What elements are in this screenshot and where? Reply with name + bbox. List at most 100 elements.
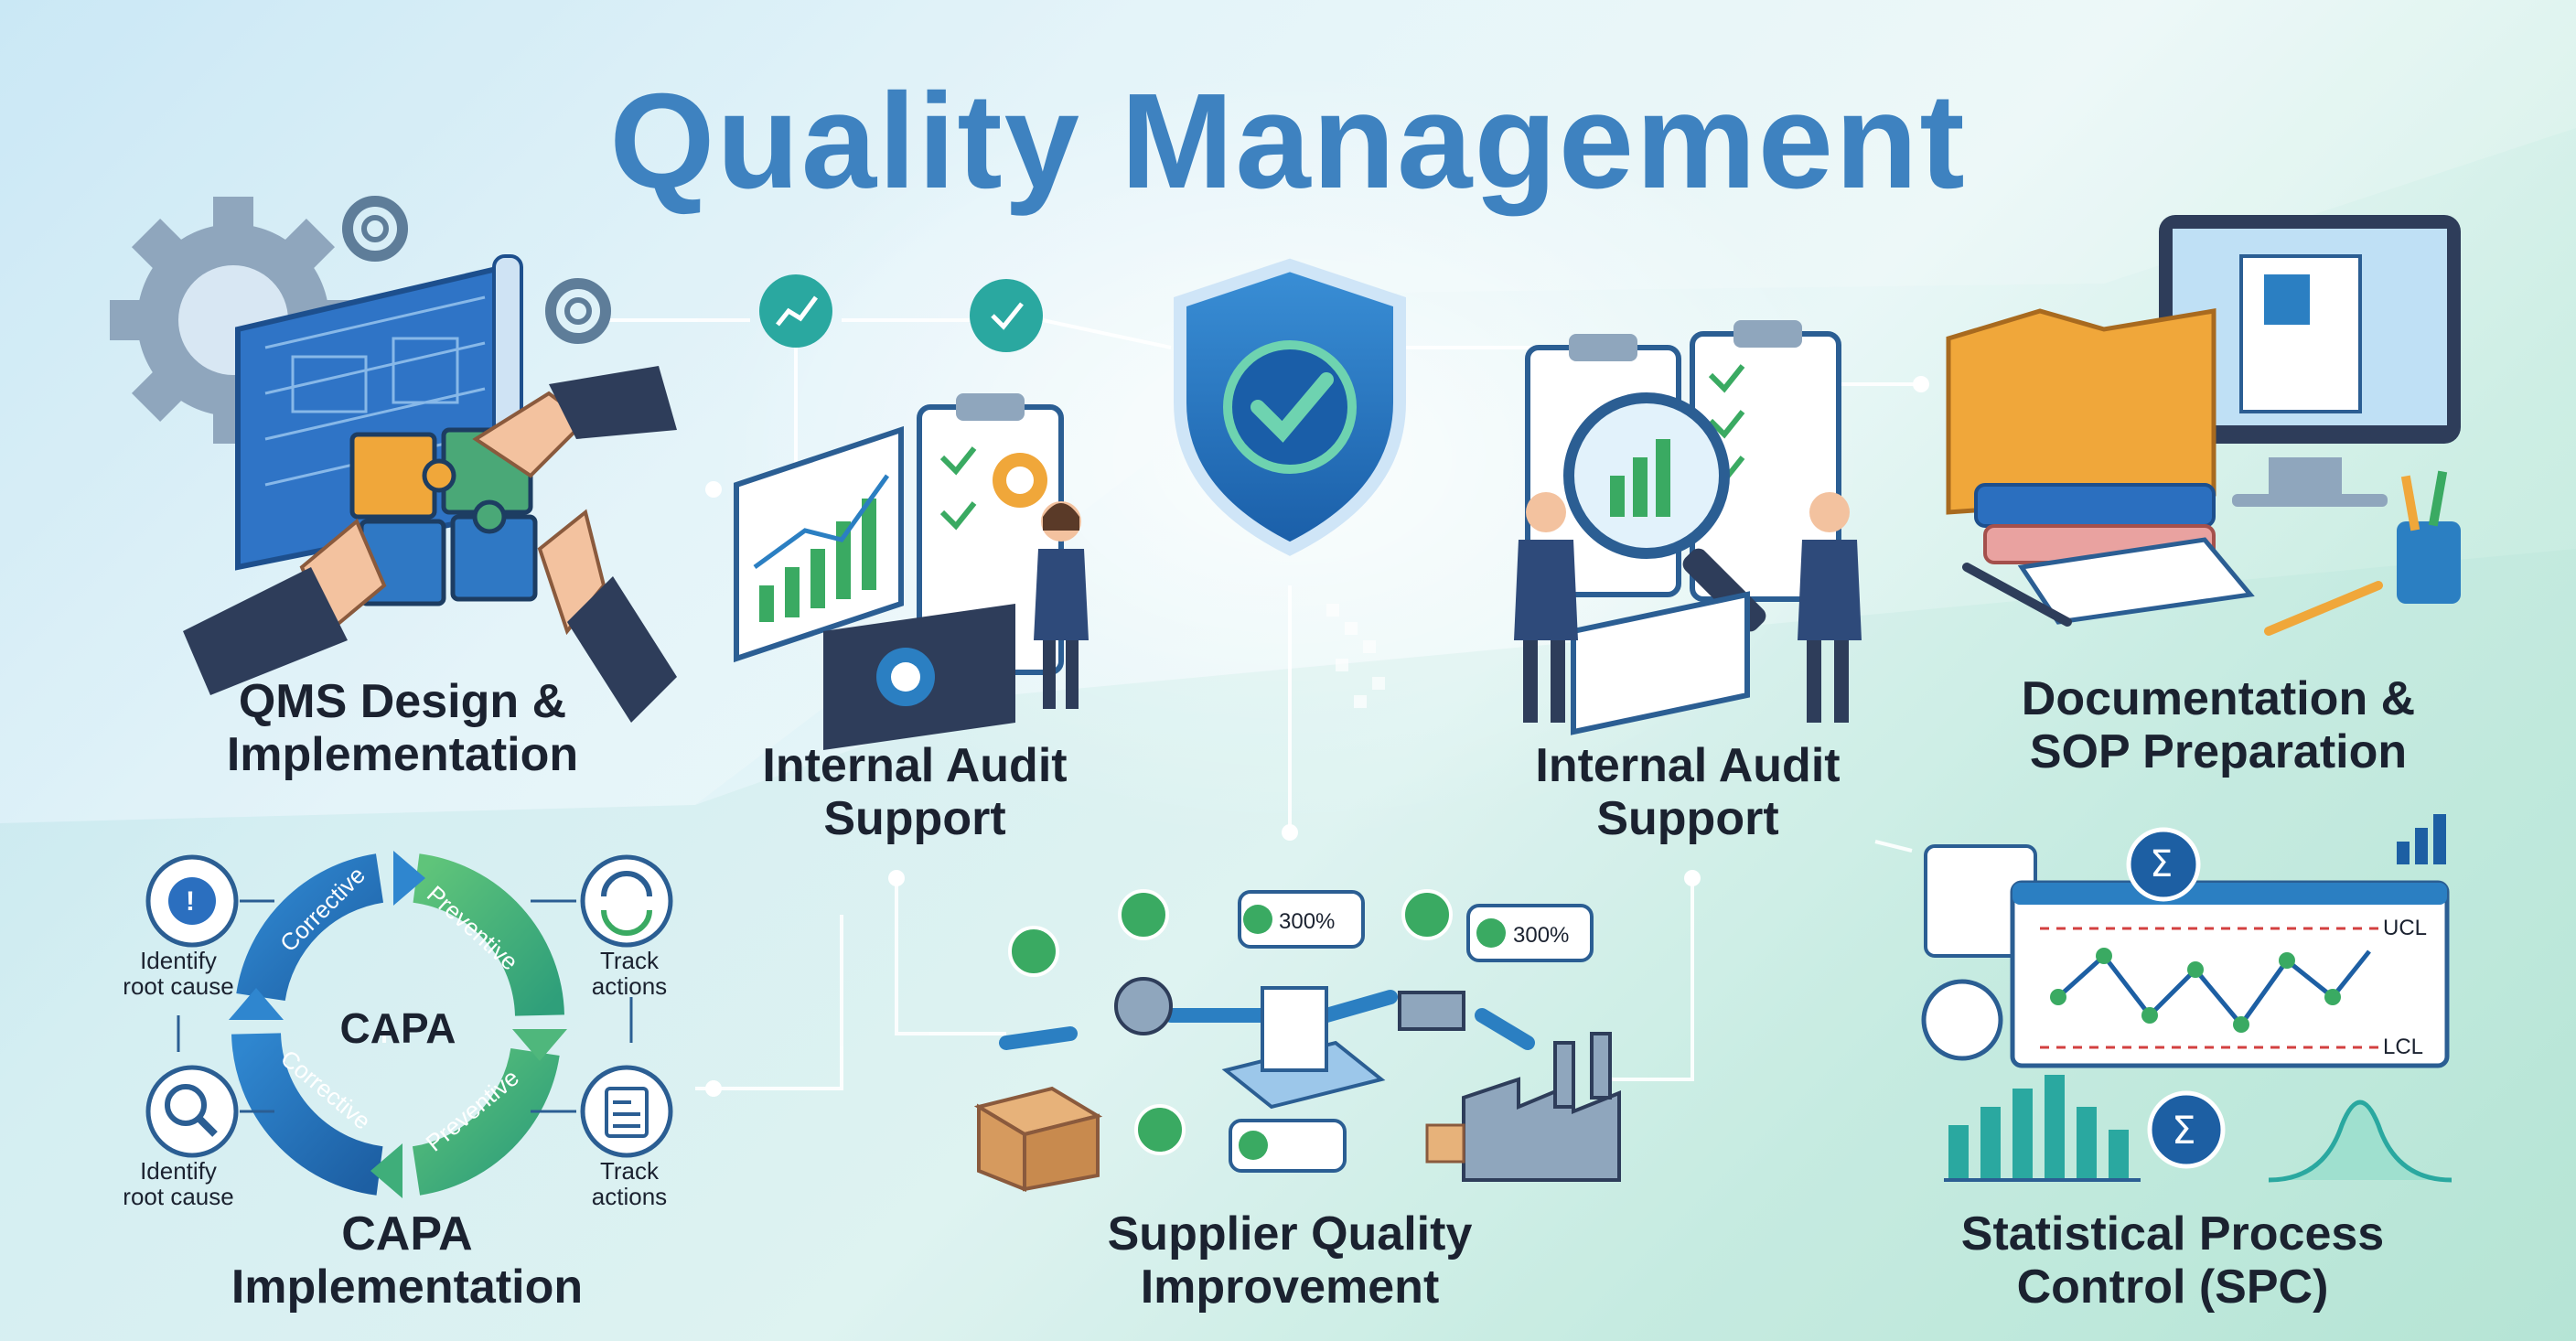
capa-step-track-bottom: Track actions: [538, 1158, 721, 1209]
gear-icon: [342, 196, 408, 262]
arc-corrective-bottom: [231, 1032, 384, 1196]
pen-icon: [1962, 563, 2072, 627]
shield-check-icon: [970, 279, 1043, 352]
step-line: Track: [599, 1157, 660, 1185]
sigma-icon: [2147, 1090, 2226, 1169]
sigma-icon: [2126, 827, 2201, 902]
label-line: Implementation: [226, 728, 579, 781]
shield-check-icon: [1174, 258, 1406, 556]
label-line: Internal Audit: [1535, 739, 1841, 792]
factory-icon: [1425, 1032, 1621, 1182]
arc-preventive-top: [412, 853, 564, 1017]
label-line: QMS Design &: [238, 675, 567, 728]
section-label-documentation: Documentation & SOP Preparation: [1980, 672, 2456, 778]
label-line: SOP Preparation: [2029, 725, 2408, 778]
document-icon: [2239, 254, 2362, 413]
audit-right-illustration: [1514, 320, 1862, 735]
page-title: Quality Management: [609, 66, 1967, 217]
label-line: Improvement: [1140, 1261, 1440, 1314]
lcl-label: LCL: [2383, 1035, 2423, 1059]
connector-nodes: [705, 376, 1929, 1097]
label-line: Support: [1596, 792, 1779, 845]
capa-step-identify-top: Identify root cause: [87, 948, 270, 999]
section-label-capa: CAPA Implementation: [169, 1207, 645, 1314]
capa-step-identify-bottom: Identify root cause: [87, 1158, 270, 1209]
check-circle-icon: [1401, 889, 1453, 940]
puzzle-icon: [349, 427, 538, 606]
label-line: CAPA: [341, 1207, 473, 1261]
pencil-cup-icon: [2397, 470, 2461, 604]
label-line: Supplier Quality: [1107, 1207, 1473, 1261]
spc-illustration: UCL LCL Σ Σ: [1921, 814, 2453, 1183]
arc-preventive-bottom: [412, 1047, 560, 1196]
hands-icon: [183, 366, 677, 723]
control-line: [2056, 949, 2371, 1029]
audit-left-illustration: [734, 274, 1089, 750]
machine-icon: [1398, 991, 1465, 1031]
section-label-spc: Statistical Process Control (SPC): [1935, 1207, 2410, 1314]
step-line: Track: [599, 947, 660, 974]
clipboard-icon: [917, 393, 1064, 675]
tablet-icon: [823, 604, 1015, 750]
histogram: [1948, 1075, 2129, 1180]
capa-step-track-top: Track actions: [538, 948, 721, 999]
tablet-icon: [1571, 591, 1750, 735]
supplier-illustration: 300% 300%: [973, 889, 1621, 1192]
label-line: Support: [823, 792, 1006, 845]
checklist-icon: [580, 1065, 673, 1158]
badge-value: 300%: [1279, 909, 1335, 934]
section-label-audit-left: Internal Audit Support: [677, 739, 1153, 845]
gear-icon: [545, 278, 611, 344]
monitor-chart-icon: [734, 425, 904, 663]
svg-text:!: !: [186, 886, 195, 917]
label-line: Documentation &: [2021, 672, 2416, 725]
speech-badge: [1238, 890, 1365, 949]
svg-text:Σ: Σ: [2172, 1108, 2196, 1153]
qms-illustration: [110, 196, 677, 723]
check-circle-icon: [1008, 926, 1059, 977]
step-line: actions: [591, 972, 668, 1000]
capa-cycle: Corrective Preventive Preventive Correct…: [229, 851, 567, 1198]
capa-step-connectors: [177, 899, 633, 1113]
box-icon: [973, 1086, 1103, 1192]
folder-icon: [1946, 308, 2216, 515]
label-line: Implementation: [231, 1261, 584, 1314]
check-circle-icon: [1134, 1104, 1186, 1155]
control-chart: [2010, 880, 2450, 1068]
step-line: Identify: [140, 947, 217, 974]
monitor-icon: [2159, 215, 2461, 507]
section-label-audit-right: Internal Audit Support: [1450, 739, 1926, 845]
label-line: Internal Audit: [762, 739, 1068, 792]
label-line: Statistical Process: [1960, 1207, 2385, 1261]
speech-badge: [1466, 904, 1594, 962]
section-label-qms: QMS Design & Implementation: [165, 675, 640, 781]
gauge-icon: [1921, 979, 2003, 1061]
section-label-supplier: Supplier Quality Improvement: [1052, 1207, 1528, 1314]
person-icon: [1798, 492, 1862, 723]
ucl-label: UCL: [2383, 916, 2427, 940]
step-line: actions: [591, 1183, 668, 1210]
arc-corrective-top: [236, 853, 384, 1002]
badge-value: 300%: [1513, 923, 1569, 948]
refresh-icon: [580, 854, 673, 948]
person-icon: [1034, 501, 1089, 709]
documents-stack-icon: [1221, 986, 1386, 1110]
head-icon: !: [145, 854, 239, 948]
step-line: root cause: [123, 972, 234, 1000]
documentation-illustration: [1946, 215, 2461, 636]
bell-curve: [2268, 1100, 2453, 1183]
check-circle-icon: [1118, 889, 1169, 940]
gear-icon: [1114, 977, 1173, 1035]
pen-icon: [2264, 581, 2383, 636]
pixel-dots: [1326, 604, 1385, 708]
step-line: root cause: [123, 1183, 234, 1210]
chart-icon: [759, 274, 832, 348]
label-line: Control (SPC): [2016, 1261, 2329, 1314]
capa-center-label: CAPA: [339, 1004, 456, 1052]
person-icon: [1514, 492, 1578, 723]
document-icon: [2017, 537, 2255, 625]
svg-text:Σ: Σ: [2150, 843, 2173, 885]
search-icon: [145, 1065, 239, 1158]
step-line: Identify: [140, 1157, 217, 1185]
